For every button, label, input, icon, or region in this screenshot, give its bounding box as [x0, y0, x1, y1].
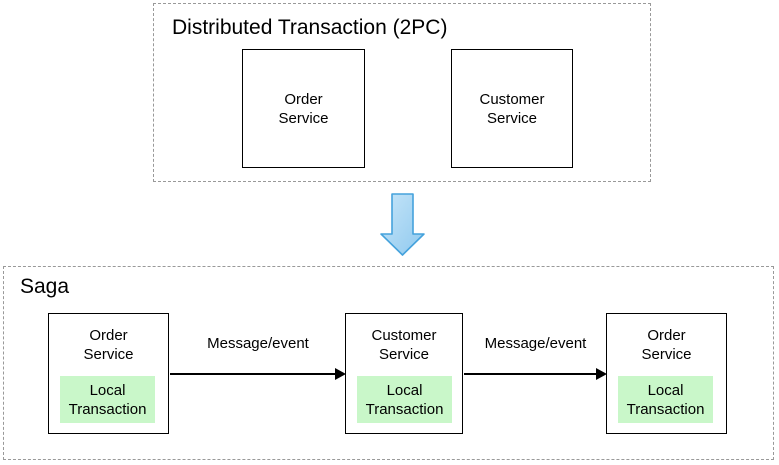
distributed-transaction-title: Distributed Transaction (2PC): [172, 16, 448, 39]
down-arrow-icon: [380, 193, 425, 256]
message-event-label-2: Message/event: [484, 335, 587, 352]
saga-order-service-label-1: Order Service: [83, 327, 134, 363]
arrow-line: [464, 373, 599, 375]
arrow-line: [170, 373, 338, 375]
saga-order-service-box-1: Order Service Local Transaction: [48, 313, 169, 434]
local-transaction-label-2: Local Transaction: [365, 381, 444, 418]
saga-customer-service-box: Customer Service Local Transaction: [345, 313, 463, 434]
message-event-connector-1: Message/event: [170, 333, 346, 383]
saga-group: Saga Order Service Local Transaction Mes…: [3, 266, 774, 460]
saga-title: Saga: [20, 275, 70, 298]
order-service-box-2pc: Order Service: [242, 49, 365, 168]
customer-service-label: Customer Service: [479, 90, 545, 127]
customer-service-box-2pc: Customer Service: [451, 49, 573, 168]
local-transaction-box-2: Local Transaction: [357, 376, 452, 423]
local-transaction-label-3: Local Transaction: [626, 381, 705, 418]
local-transaction-label-1: Local Transaction: [68, 381, 147, 418]
distributed-transaction-group: Distributed Transaction (2PC) Order Serv…: [153, 3, 651, 182]
saga-customer-service-label: Customer Service: [371, 327, 437, 363]
arrowhead-icon: [596, 368, 607, 380]
saga-order-service-box-2: Order Service Local Transaction: [606, 313, 727, 434]
local-transaction-box-1: Local Transaction: [60, 376, 155, 423]
arrowhead-icon: [335, 368, 346, 380]
message-event-label-1: Message/event: [207, 335, 309, 352]
message-event-connector-2: Message/event: [464, 333, 607, 383]
local-transaction-box-3: Local Transaction: [618, 376, 713, 423]
saga-order-service-label-2: Order Service: [641, 327, 692, 363]
order-service-label: Order Service: [278, 90, 329, 127]
